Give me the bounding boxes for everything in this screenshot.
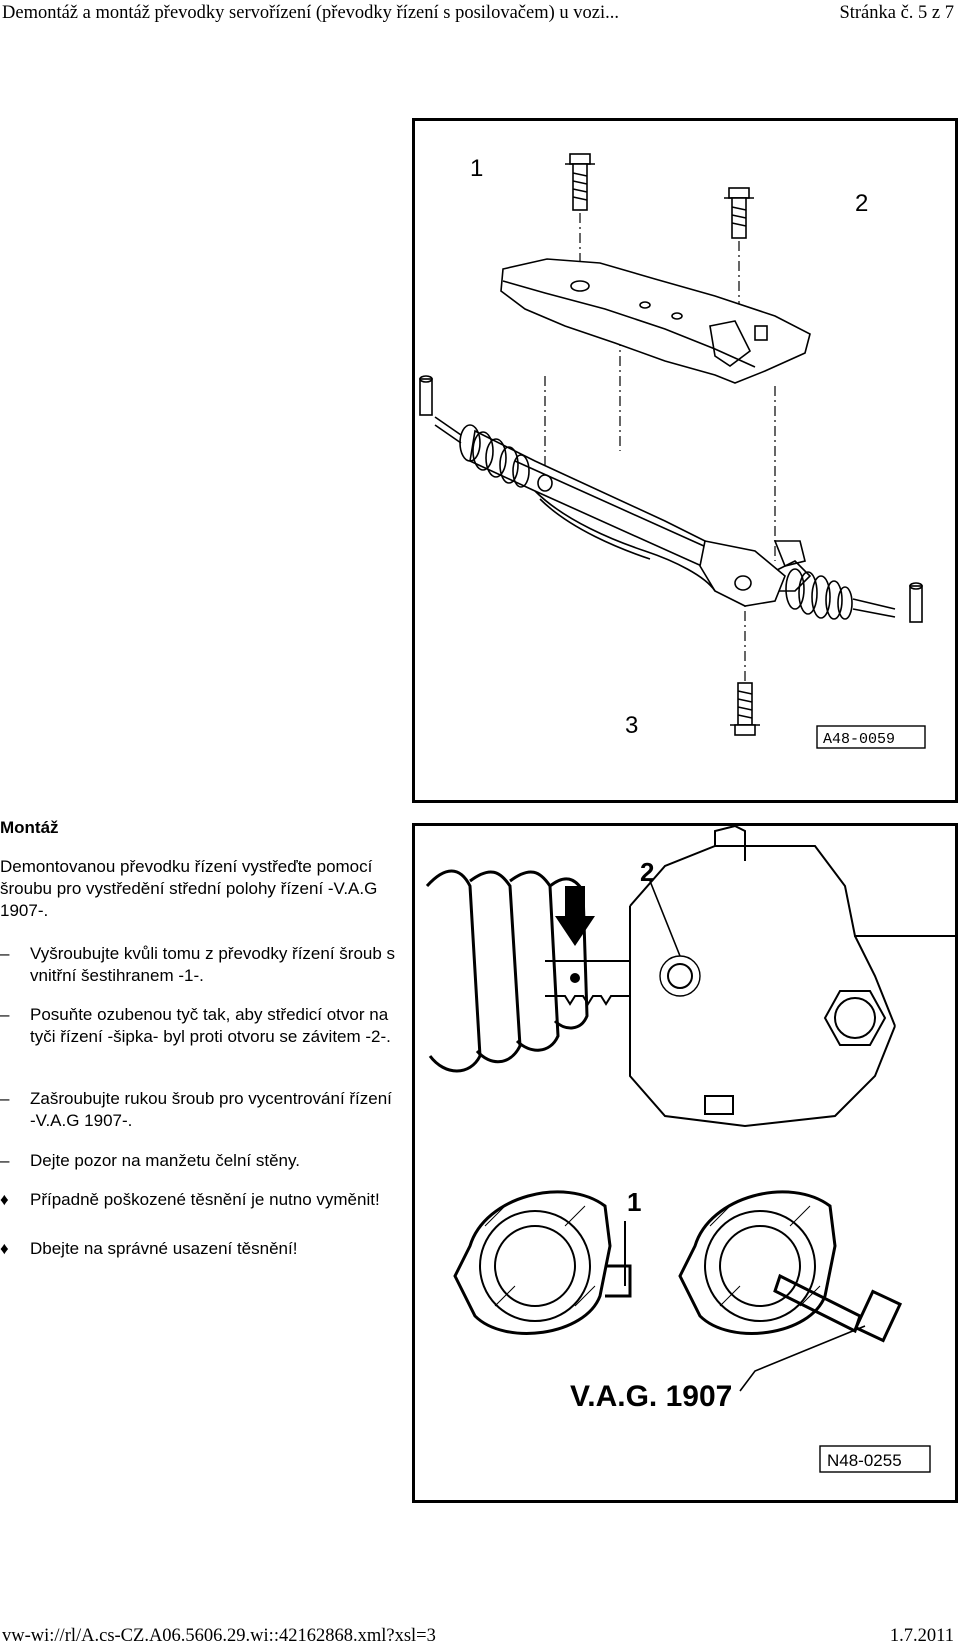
dash-marker: – bbox=[0, 1151, 10, 1170]
page-number: Stránka č. 5 z 7 bbox=[839, 3, 954, 23]
bolt-1-drawing bbox=[565, 153, 595, 211]
label-1: 1 bbox=[627, 1187, 641, 1217]
dash-marker: – bbox=[0, 944, 10, 963]
step-text: Zašroubujte rukou šroub pro vycentrování… bbox=[30, 1089, 392, 1130]
left-boot-drawing bbox=[459, 424, 530, 488]
bolt-2-drawing bbox=[724, 187, 754, 239]
step-text: Posuňte ozubenou tyč tak, aby středicí o… bbox=[30, 1005, 391, 1046]
cross-section-right bbox=[624, 1190, 903, 1343]
footer-url: vw-wi://rl/A.cs-CZ.A06.5606.29.wi::42162… bbox=[2, 1626, 436, 1646]
bellows-drawing bbox=[425, 869, 589, 1073]
label-1: 1 bbox=[470, 155, 483, 182]
figure-code: A48-0059 bbox=[823, 731, 895, 748]
tool-label: V.A.G. 1907 bbox=[570, 1380, 732, 1413]
figure-code: N48-0255 bbox=[827, 1451, 902, 1470]
hatching bbox=[484, 1205, 821, 1307]
note-item: ♦ Dbejte na správné usazení těsnění! bbox=[0, 1238, 400, 1260]
dash-marker: – bbox=[0, 1089, 10, 1108]
figure-centering-detail: 2 1 V.A.G. 1907 N48-0255 bbox=[412, 823, 958, 1503]
note-text: Dbejte na správné usazení těsnění! bbox=[30, 1239, 298, 1258]
intro-paragraph: Demontovanou převodku řízení vystřeďte p… bbox=[0, 857, 378, 920]
step-text: Dejte pozor na manžetu čelní stěny. bbox=[30, 1151, 300, 1170]
right-boot-drawing bbox=[785, 568, 853, 620]
dash-marker: – bbox=[0, 1005, 10, 1024]
steering-rack-illustration: 1 2 3 A48-0059 bbox=[419, 153, 926, 749]
figure-steering-rack: 1 2 3 A48-0059 bbox=[412, 118, 958, 803]
footer-date: 1.7.2011 bbox=[889, 1626, 954, 1646]
step-item: – Zašroubujte rukou šroub pro vycentrová… bbox=[0, 1088, 400, 1132]
step-item: – Dejte pozor na manžetu čelní stěny. bbox=[0, 1150, 400, 1172]
cross-section-left bbox=[453, 1190, 632, 1335]
header-title: Demontáž a montáž převodky servořízení (… bbox=[2, 3, 619, 23]
diamond-marker: ♦ bbox=[0, 1190, 9, 1209]
bolt-3-drawing bbox=[730, 682, 760, 736]
step-item: – Posuňte ozubenou tyč tak, aby středicí… bbox=[0, 1004, 400, 1048]
step-item: – Vyšroubujte kvůli tomu z převodky říze… bbox=[0, 943, 400, 987]
note-text: Případně poškozené těsnění je nutno vymě… bbox=[30, 1190, 380, 1209]
label-2: 2 bbox=[855, 190, 868, 217]
label-3: 3 bbox=[625, 712, 638, 739]
diamond-marker: ♦ bbox=[0, 1239, 9, 1258]
label-2: 2 bbox=[640, 857, 654, 887]
section-heading: Montáž bbox=[0, 818, 59, 837]
step-text: Vyšroubujte kvůli tomu z převodky řízení… bbox=[30, 944, 396, 985]
page-footer: vw-wi://rl/A.cs-CZ.A06.5606.29.wi::42162… bbox=[2, 1623, 958, 1649]
note-item: ♦ Případně poškozené těsnění je nutno vy… bbox=[0, 1189, 400, 1211]
page-header: Demontáž a montáž převodky servořízení (… bbox=[2, 0, 958, 26]
centering-illustration: 2 1 V.A.G. 1907 N48-0255 bbox=[425, 826, 955, 1473]
arrow-icon bbox=[555, 886, 595, 946]
